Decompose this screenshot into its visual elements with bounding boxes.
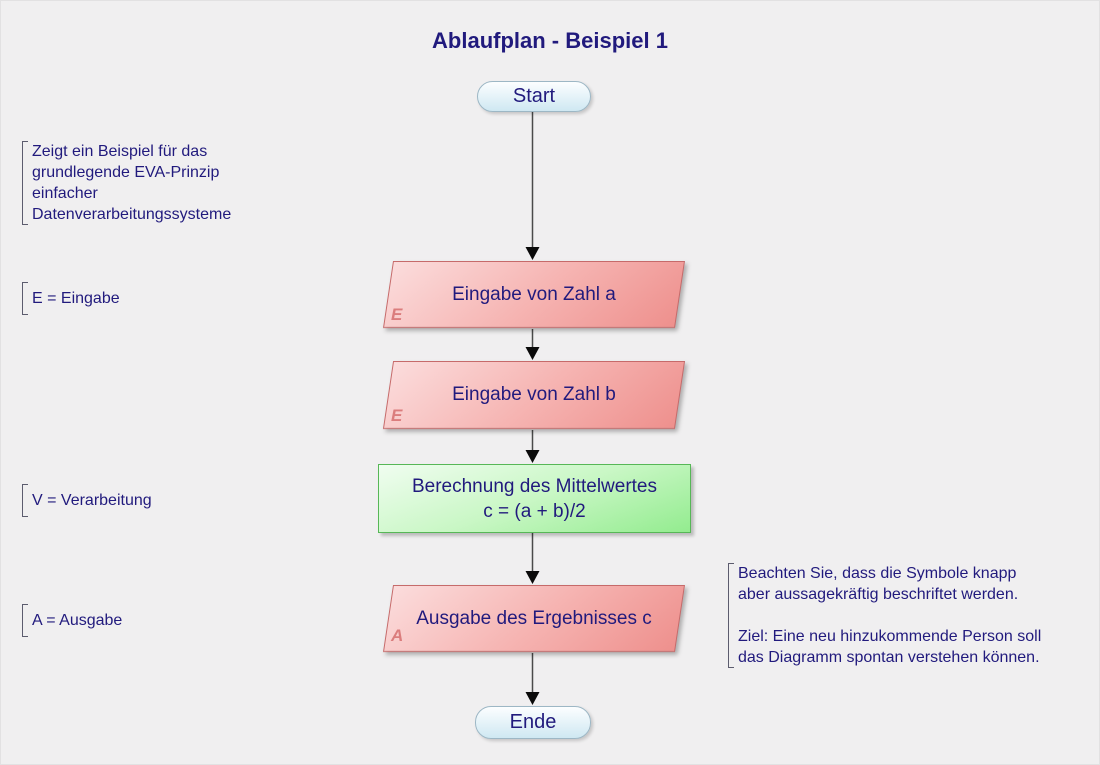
node-input-a: E Eingabe von Zahl a <box>382 261 686 328</box>
legend-e-label: E = Eingabe <box>32 290 120 307</box>
bracket-icon <box>22 141 28 225</box>
annotation-line: Datenverarbeitungssysteme <box>32 206 232 223</box>
node-input-b-label: Eingabe von Zahl b <box>452 384 616 405</box>
bracket-icon <box>22 604 28 637</box>
eva-tag-e: E <box>391 305 403 324</box>
annotation-line: grundlegende EVA-Prinzip <box>32 164 220 181</box>
annotation-legend-a: A = Ausgabe <box>22 604 122 637</box>
arrow-output-to-end <box>525 653 540 705</box>
node-output-label: Ausgabe des Ergebnisses c <box>416 607 652 629</box>
annotation-legend-v: V = Verarbeitung <box>22 484 152 517</box>
node-process-line2: c = (a + b)/2 <box>483 500 586 522</box>
eva-tag-a: A <box>391 626 404 645</box>
eva-tag-e: E <box>391 406 403 425</box>
bracket-icon <box>22 484 28 517</box>
node-end-label: Ende <box>509 711 557 733</box>
annotation-intro: Zeigt ein Beispiel für das grundlegende … <box>22 141 231 225</box>
annotation-legend-e: E = Eingabe <box>22 282 120 315</box>
annotation-line <box>738 605 1041 626</box>
node-process-line1: Berechnung des Mittelwertes <box>411 475 657 497</box>
node-input-b: E Eingabe von Zahl b <box>382 361 686 429</box>
annotation-line: einfacher <box>32 185 98 202</box>
arrow-input-a-to-input-b <box>525 329 540 360</box>
node-input-a-label: Eingabe von Zahl a <box>452 283 616 305</box>
bracket-icon <box>22 282 28 315</box>
bracket-icon <box>728 563 734 668</box>
legend-v-label: V = Verarbeitung <box>32 492 152 509</box>
annotation-line: das Diagramm spontan verstehen können. <box>738 649 1040 666</box>
page-title: Ablaufplan - Beispiel 1 <box>432 28 668 53</box>
arrow-process-to-output <box>525 532 540 584</box>
node-output: A Ausgabe des Ergebnisses c <box>382 585 686 652</box>
annotation-right-note: Beachten Sie, dass die Symbole knapp abe… <box>728 563 1041 668</box>
annotation-intro-text: Zeigt ein Beispiel für das grundlegende … <box>28 141 231 225</box>
annotation-line: Zeigt ein Beispiel für das <box>32 143 208 160</box>
annotation-line: aber aussagekräftig beschriftet werden. <box>738 586 1019 603</box>
annotation-right-text: Beachten Sie, dass die Symbole knapp abe… <box>734 563 1041 668</box>
arrow-input-b-to-process <box>525 430 540 463</box>
annotation-line: Beachten Sie, dass die Symbole knapp <box>738 565 1017 582</box>
legend-a-label: A = Ausgabe <box>32 612 123 629</box>
annotation-line: Ziel: Eine neu hinzukommende Person soll <box>738 628 1042 645</box>
node-end: Ende <box>475 706 591 739</box>
arrow-start-to-input-a <box>525 110 540 260</box>
node-start-label: Start <box>512 85 556 107</box>
node-process: Berechnung des Mittelwertes c = (a + b)/… <box>378 464 691 533</box>
node-start: Start <box>477 81 591 112</box>
